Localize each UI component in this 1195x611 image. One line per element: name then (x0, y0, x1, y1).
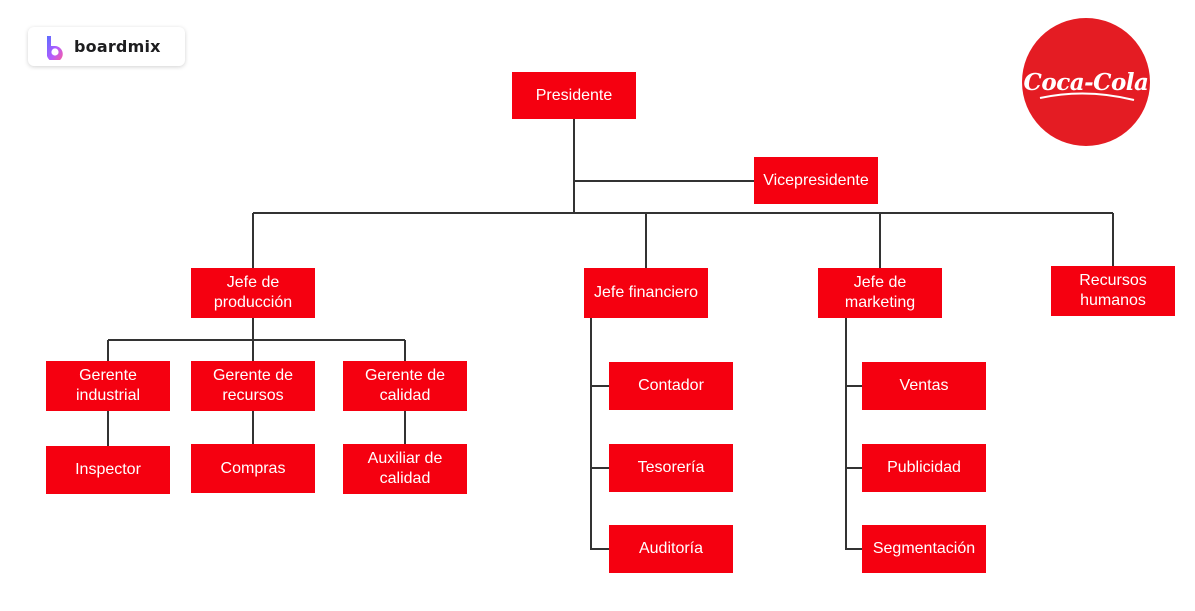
coca-cola-logo: Coca-Cola (1022, 18, 1150, 146)
node-label-line: industrial (75, 387, 141, 404)
node-label: Tesorería (637, 459, 705, 476)
node-jefe-marketing[interactable]: Jefe de marketing (818, 268, 942, 318)
node-label-line: Gerente (79, 367, 137, 384)
node-label: Inspector (75, 461, 141, 478)
node-label: Jefe financiero (593, 284, 699, 301)
node-label-line: Gerente de (364, 367, 446, 384)
node-label: Publicidad (887, 459, 961, 476)
node-label: Ventas (899, 377, 949, 394)
node-label: Presidente (535, 86, 613, 104)
node-gerente-industrial[interactable]: Gerente industrial (46, 361, 170, 411)
node-label-line: Jefe de (226, 274, 280, 291)
node-label-line: humanos (1080, 292, 1146, 309)
svg-text:Coca-Cola: Coca-Cola (1024, 69, 1149, 96)
node-auditoria[interactable]: Auditoría (609, 525, 733, 573)
node-label-line: marketing (844, 294, 916, 311)
boardmix-logo-icon (47, 35, 63, 60)
node-label-line: calidad (379, 470, 431, 487)
node-label-line: producción (213, 294, 293, 311)
node-presidente[interactable]: Presidente (512, 72, 636, 119)
node-label-line: Auxiliar de (367, 450, 443, 467)
node-label-line: recursos (222, 387, 284, 404)
node-jefe-produccion[interactable]: Jefe de producción (191, 268, 315, 318)
node-label: Compras (220, 459, 286, 477)
node-tesoreria[interactable]: Tesorería (609, 444, 733, 492)
node-jefe-financiero[interactable]: Jefe financiero (584, 268, 708, 318)
boardmix-badge[interactable]: boardmix (28, 27, 185, 66)
node-gerente-calidad[interactable]: Gerente de calidad (343, 361, 467, 411)
node-inspector[interactable]: Inspector (46, 446, 170, 494)
node-publicidad[interactable]: Publicidad (862, 444, 986, 492)
node-label: Segmentación (872, 540, 976, 557)
brand-name: boardmix (74, 37, 161, 56)
node-gerente-recursos[interactable]: Gerente de recursos (191, 361, 315, 411)
node-contador[interactable]: Contador (609, 362, 733, 410)
node-label: Contador (638, 377, 704, 394)
node-label-line: Jefe de (853, 274, 907, 291)
node-label: Vicepresidente (763, 171, 869, 189)
node-segmentacion[interactable]: Segmentación (862, 525, 986, 573)
node-ventas[interactable]: Ventas (862, 362, 986, 410)
node-label-line: Gerente de (212, 367, 294, 384)
node-label: Auditoría (638, 540, 704, 557)
node-vicepresidente[interactable]: Vicepresidente (754, 157, 878, 204)
node-auxiliar-calidad[interactable]: Auxiliar de calidad (343, 444, 467, 494)
node-label-line: Recursos (1079, 272, 1147, 289)
node-compras[interactable]: Compras (191, 444, 315, 493)
node-label-line: calidad (379, 387, 431, 404)
node-recursos-humanos[interactable]: Recursos humanos (1051, 266, 1175, 316)
